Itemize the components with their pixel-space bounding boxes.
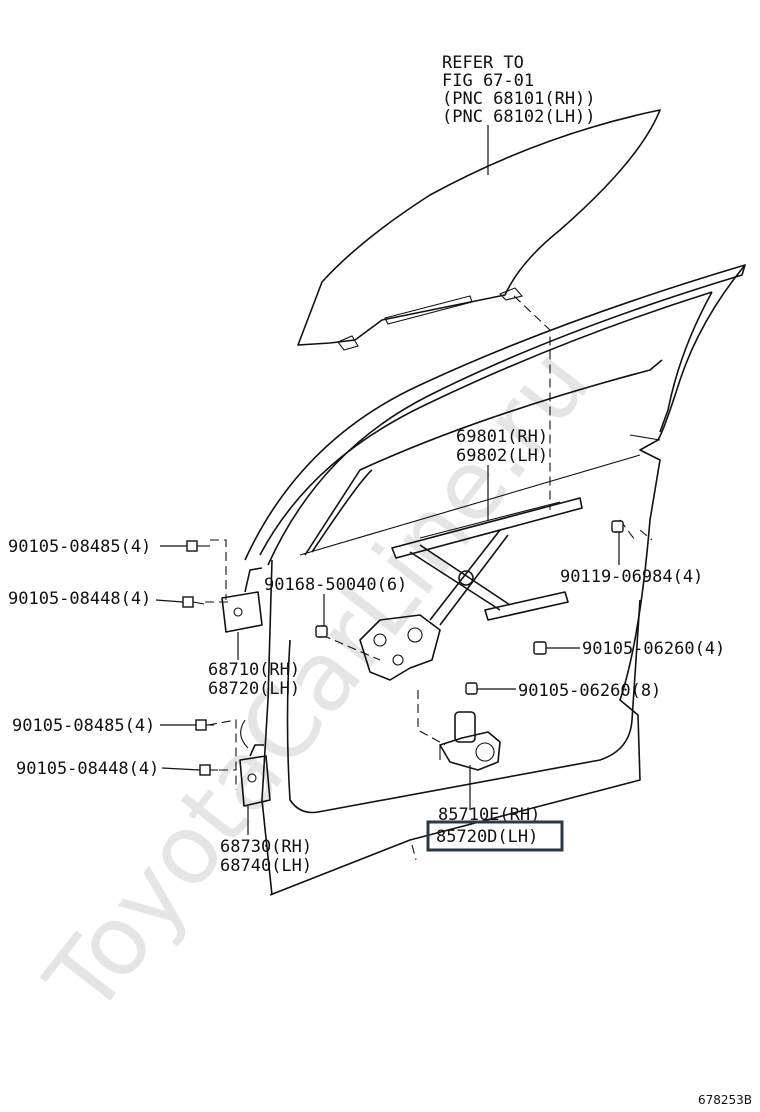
window-regulator [359,497,583,681]
callout-bolt-right-mid: 90105-06260(4) [582,639,725,659]
svg-text:(PNC 68101(RH)): (PNC 68101(RH)) [442,89,596,109]
callout-glass-ref: REFER TO FIG 67-01 (PNC 68101(RH)) (PNC … [442,53,596,127]
callout-bolt-lower-left-2: 90105-08448(4) [16,759,159,779]
door-panel [240,264,746,896]
callout-bolt-right-upper: 90119-06984(4) [560,567,703,587]
bolt-icon [465,682,478,695]
svg-text:85710E(RH): 85710E(RH) [438,805,540,825]
hinge-upper [221,567,263,633]
window-motor [439,711,501,771]
bolt-icon [182,596,205,608]
bolts [182,520,624,776]
callout-bolt-upper-left-2: 90105-08448(4) [8,589,151,609]
callout-bolt-right-low: 90105-06260(8) [518,681,661,701]
bolt-icon [186,540,210,552]
callout-regulator: 69801(RH) 69802(LH) [456,427,548,466]
svg-text:68730(RH): 68730(RH) [220,837,312,857]
figure-id: 678253B [698,1093,752,1107]
svg-text:68720(LH): 68720(LH) [208,679,300,699]
svg-text:69801(RH): 69801(RH) [456,427,548,447]
svg-text:(PNC 68102(LH)): (PNC 68102(LH)) [442,107,596,127]
svg-text:69802(LH): 69802(LH) [456,446,548,466]
svg-text:68710(RH): 68710(RH) [208,660,300,680]
svg-text:REFER TO: REFER TO [442,53,524,73]
svg-text:68740(LH): 68740(LH) [220,856,312,876]
bolt-icon [533,641,547,655]
svg-text:85720D(LH): 85720D(LH) [436,827,538,847]
callout-motor: 85710E(RH) 85720D(LH) [426,805,564,852]
callout-hinge-upper: 68710(RH) 68720(LH) [208,660,300,699]
leader-lines [155,125,620,835]
bolt-icon [315,625,328,638]
hinge-lower [239,744,271,807]
callout-bolt-upper-left-1: 90105-08485(4) [8,537,151,557]
bolt-icon [611,520,624,533]
door-glass [297,109,661,351]
svg-text:FIG 67-01: FIG 67-01 [442,71,534,91]
callout-hinge-lower: 68730(RH) 68740(LH) [220,837,312,876]
highlight-box [426,820,564,852]
callout-bolt-lower-left-1: 90105-08485(4) [12,716,155,736]
callout-bolt-center: 90168-50040(6) [264,575,407,595]
